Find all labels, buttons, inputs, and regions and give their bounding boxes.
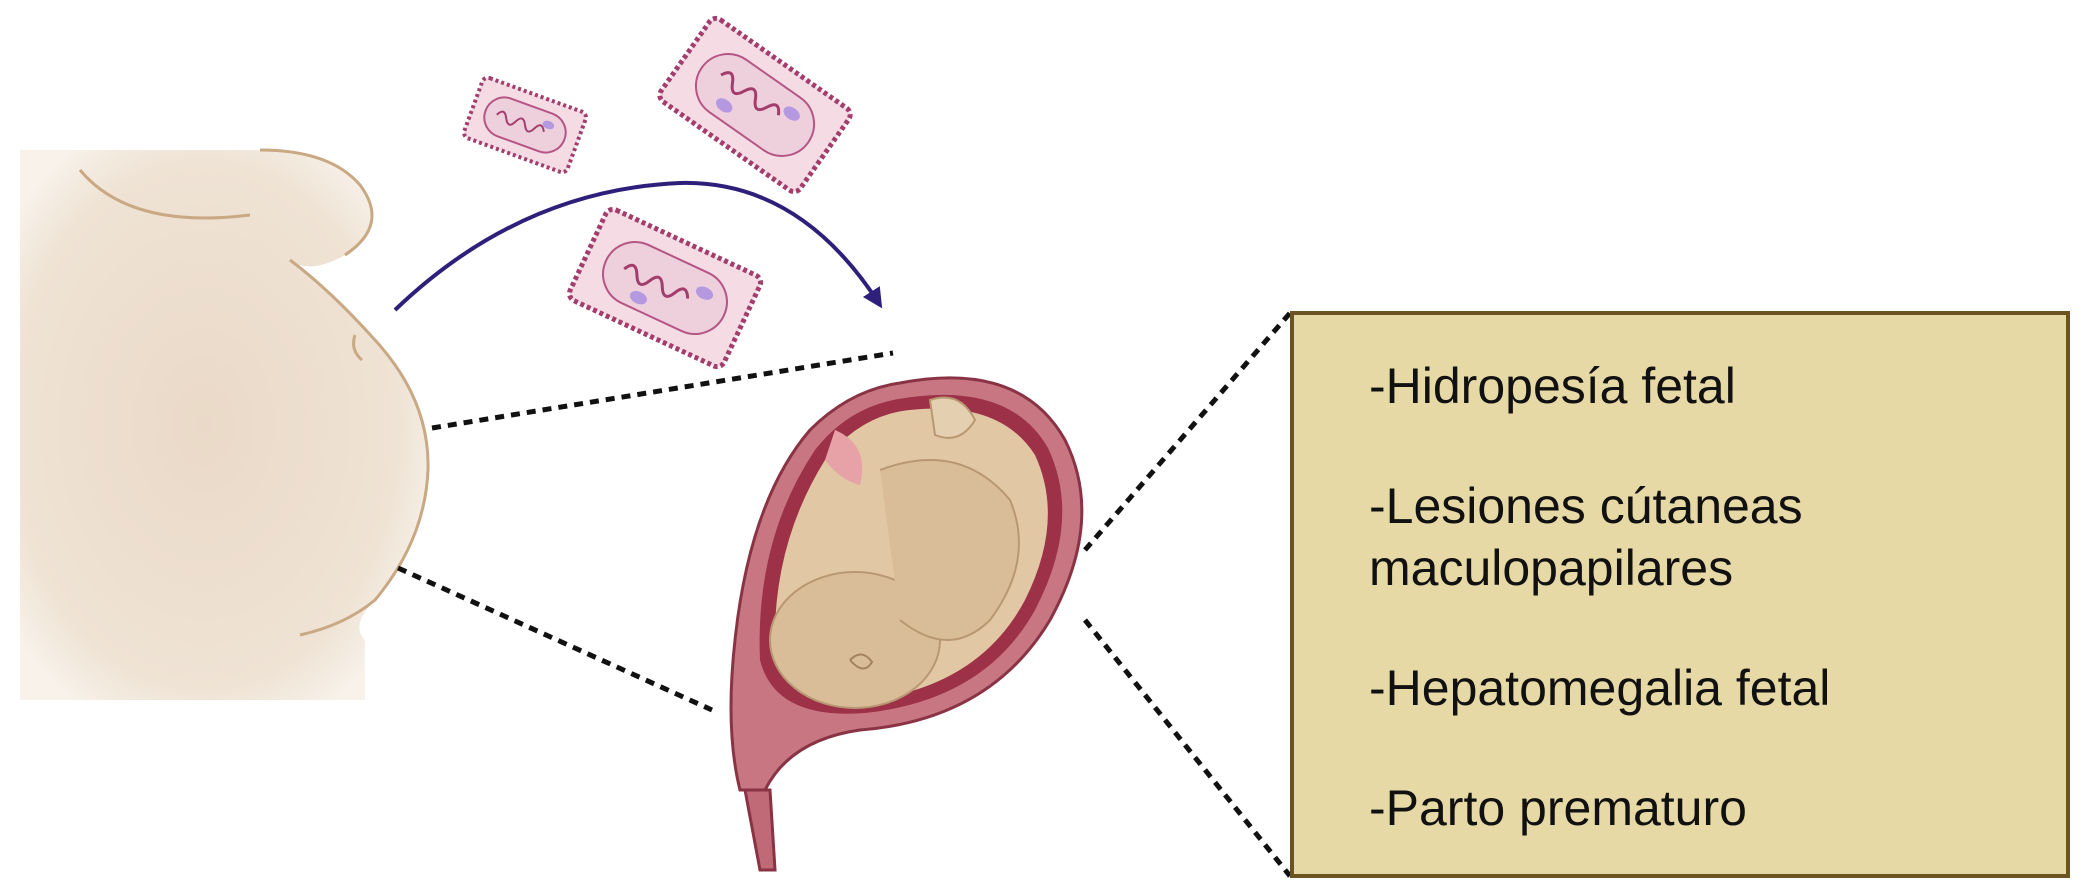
transmission-arrow <box>393 180 883 312</box>
finding-line: maculopapilares <box>1369 540 1734 596</box>
zoom-line <box>1083 618 1292 878</box>
finding-line: -Parto prematuro <box>1369 780 1747 836</box>
finding-line: -Hepatomegalia fetal <box>1369 660 1831 716</box>
finding-item: -Parto prematuro <box>1369 777 1747 839</box>
zoom-line <box>396 565 714 713</box>
bacterium-icon <box>657 15 853 195</box>
zoom-line <box>1083 311 1292 552</box>
clinical-findings-box: -Hidropesía fetal -Lesiones cútaneas mac… <box>1290 311 2070 878</box>
zoom-line <box>431 350 894 431</box>
pregnant-torso-icon <box>0 140 430 710</box>
finding-line: -Hidropesía fetal <box>1369 358 1736 414</box>
finding-item: -Hidropesía fetal <box>1369 355 1736 417</box>
bacterium-icon <box>462 75 588 175</box>
uterus-with-fetus-icon <box>729 376 1084 872</box>
finding-item: -Hepatomegalia fetal <box>1369 657 1830 719</box>
finding-item: -Lesiones cútaneas maculopapilares <box>1369 475 1803 599</box>
bacterium-icon <box>566 206 764 370</box>
finding-line: -Lesiones cútaneas <box>1369 478 1803 534</box>
